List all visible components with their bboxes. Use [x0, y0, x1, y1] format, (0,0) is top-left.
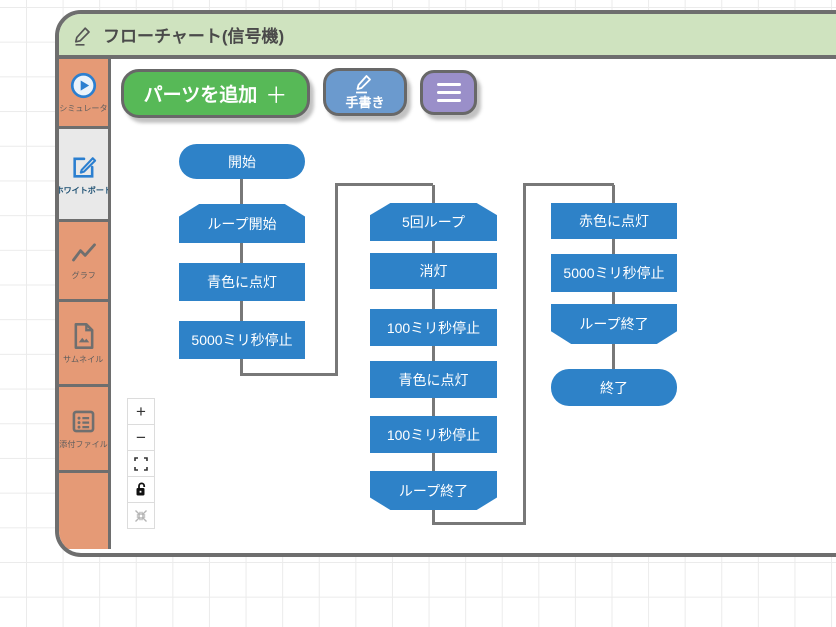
sidebar: シミュレータ ホワイトボード	[59, 59, 111, 549]
plus-icon: +	[136, 401, 146, 421]
edit-title-pencil-icon[interactable]	[73, 24, 93, 46]
sidebar-item-whiteboard[interactable]: ホワイトボード	[59, 129, 108, 222]
flow-node-blue-on-1[interactable]: 青色に点灯	[179, 263, 305, 301]
window-title: フローチャート(信号機)	[103, 27, 285, 46]
flow-node-wait-100-1[interactable]: 100ミリ秒停止	[370, 309, 497, 346]
sidebar-filler	[59, 473, 108, 549]
flow-connector	[432, 185, 435, 524]
flow-node-loop-start-1[interactable]: ループ開始	[179, 204, 305, 243]
sidebar-item-thumbnail[interactable]: サムネイル	[59, 302, 108, 387]
flow-node-wait-5000-2[interactable]: 5000ミリ秒停止	[551, 254, 677, 292]
sidebar-item-label: シミュレータ	[59, 102, 108, 113]
zoom-controls: + −	[127, 398, 155, 529]
fit-screen-button[interactable]	[127, 450, 155, 477]
collapse-arrows-icon	[134, 509, 148, 523]
window-titlebar: フローチャート(信号機)	[59, 14, 836, 59]
zoom-out-button[interactable]: −	[127, 424, 155, 451]
add-parts-button[interactable]: パーツを追加 ＋	[121, 69, 310, 118]
lock-button[interactable]	[127, 476, 155, 503]
add-parts-label: パーツを追加	[143, 85, 258, 106]
sidebar-item-label: サムネイル	[63, 353, 104, 364]
sidebar-item-label: グラフ	[71, 270, 96, 280]
fit-screen-icon	[134, 456, 148, 471]
line-chart-icon	[70, 240, 98, 266]
flow-node-loop-end-1[interactable]: ループ終了	[370, 471, 497, 510]
whiteboard-canvas[interactable]: パーツを追加 ＋ 手書き	[111, 59, 836, 549]
sidebar-item-label: 添付ファイル	[59, 438, 108, 449]
flow-node-start[interactable]: 開始	[179, 144, 305, 179]
sidebar-item-simulator[interactable]: シミュレータ	[59, 59, 108, 129]
whiteboard-edit-icon	[70, 153, 98, 181]
handwriting-button[interactable]: 手書き	[323, 68, 407, 116]
attachment-list-icon	[70, 408, 97, 435]
flow-node-light-off[interactable]: 消灯	[370, 253, 497, 289]
collapse-button[interactable]	[127, 502, 155, 529]
minus-icon: −	[136, 427, 146, 447]
sidebar-item-label: ホワイトボード	[59, 184, 108, 195]
menu-button[interactable]	[420, 70, 477, 115]
sidebar-item-attachments[interactable]: 添付ファイル	[59, 387, 108, 473]
handwriting-label: 手書き	[345, 95, 385, 110]
flow-connector	[432, 522, 526, 525]
thumbnail-icon	[71, 322, 97, 350]
play-circle-icon	[70, 72, 97, 99]
hamburger-icon	[436, 83, 461, 86]
pencil-icon	[352, 73, 378, 95]
flow-node-blue-on-2[interactable]: 青色に点灯	[370, 361, 497, 398]
sidebar-item-graph[interactable]: グラフ	[59, 222, 108, 302]
flow-connector	[523, 183, 526, 525]
flow-node-end[interactable]: 終了	[551, 369, 677, 406]
lock-open-icon	[134, 482, 148, 497]
flow-node-wait-100-2[interactable]: 100ミリ秒停止	[370, 416, 497, 453]
zoom-in-button[interactable]: +	[127, 398, 155, 425]
app-window: フローチャート(信号機) シミュレータ	[55, 10, 836, 557]
flow-connector	[335, 183, 433, 186]
flow-connector	[523, 183, 614, 186]
plus-icon: ＋	[265, 82, 288, 108]
flow-node-wait-5000-1[interactable]: 5000ミリ秒停止	[179, 321, 305, 359]
flow-node-loop-end-2[interactable]: ループ終了	[551, 304, 677, 344]
flow-connector	[240, 373, 338, 376]
flow-node-red-on[interactable]: 赤色に点灯	[551, 203, 677, 239]
flow-node-loop-5times[interactable]: 5回ループ	[370, 203, 497, 241]
flow-connector	[335, 183, 338, 376]
